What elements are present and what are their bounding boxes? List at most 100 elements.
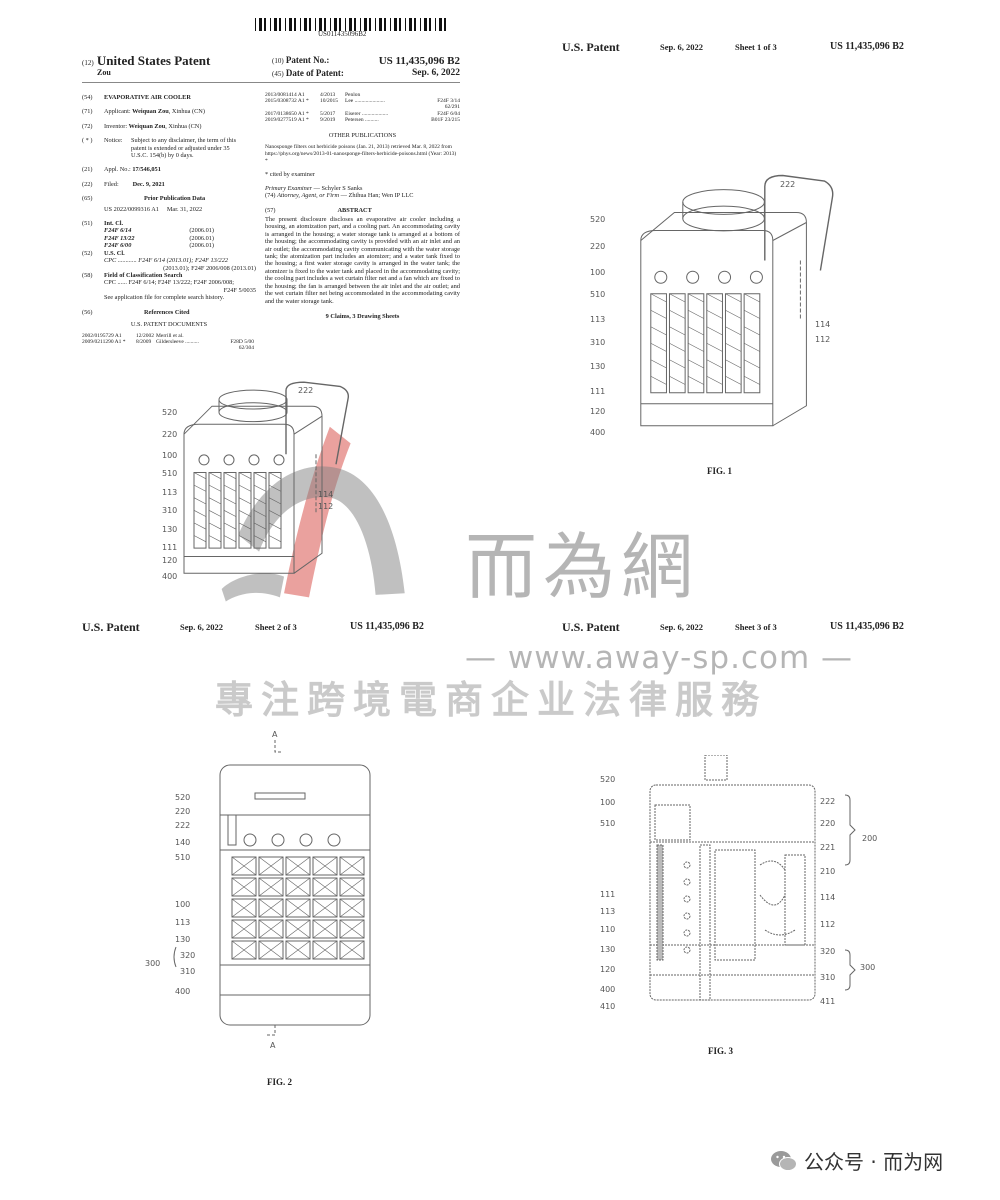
barcode-bar [349, 18, 352, 31]
reference-cell: 10/2015 [320, 98, 339, 105]
barcode-bar [405, 18, 406, 31]
fig3-caption: FIG. 3 [708, 1046, 734, 1056]
reference-numeral: 113 [590, 315, 606, 324]
reference-cell: Penlon [345, 92, 361, 98]
front-view-drawing [173, 740, 371, 1036]
patent-title: (12) United States Patent [82, 53, 211, 68]
reference-numeral: 220 [590, 242, 606, 251]
reference-numeral: 130 [175, 935, 191, 944]
claims-count: 9 Claims, 3 Drawing Sheets [325, 312, 400, 320]
reference-numeral: 112 [318, 502, 334, 511]
reference-numeral: 110 [600, 925, 616, 934]
reference-numeral: 400 [590, 428, 606, 437]
prior-pub-field: (65)Prior Publication Data [82, 195, 206, 203]
reference-numeral: 300 [860, 963, 876, 972]
barcode-bar [319, 18, 322, 31]
account-name: 公众号 · 而为网 [804, 1150, 944, 1174]
reference-cell: 2013/0081414 A1 [265, 92, 305, 98]
reference-numeral: 200 [862, 834, 878, 843]
watermark-url: — www.away-sp.com — [465, 640, 854, 676]
reference-cell: F24F 3/14 [437, 98, 460, 105]
reference-row: 2013/0081414 A1 4/2013 Penlon [265, 92, 460, 98]
reference-numeral: 222 [820, 797, 836, 806]
reference-row: F24F 6/14(2006.01) [104, 227, 256, 234]
reference-cell: 9/2019 [320, 116, 336, 123]
reference-numeral: 520 [175, 793, 191, 802]
field-search-line: F24F 5/0035 [223, 286, 256, 294]
reference-numeral: 520 [162, 408, 178, 417]
reference-numeral: 112 [815, 335, 831, 344]
reference-cell: 2019/0277519 A1 * [265, 116, 309, 123]
reference-numeral: 221 [820, 843, 836, 852]
barcode-bar [264, 18, 266, 31]
barcode-bar [399, 18, 401, 31]
reference-numeral: 120 [600, 965, 616, 974]
us-cl-field: (52)U.S. Cl. [82, 249, 125, 257]
barcode-bar [424, 18, 427, 31]
barcode-bar [334, 18, 337, 31]
other-publications-text: Nanosponge filters out herbicide poisons… [265, 144, 457, 165]
reference-numeral: 520 [600, 775, 616, 784]
cited-by-examiner: * cited by examiner [265, 171, 315, 179]
watermark-logo [221, 426, 405, 602]
barcode [255, 18, 446, 31]
barcode-bar [409, 18, 412, 31]
reference-numeral: 111 [162, 543, 178, 552]
field-search-line: See application file for complete search… [104, 294, 225, 302]
barcode-bar [279, 18, 281, 31]
reference-row: F24F 13/22(2006.01) [104, 235, 256, 242]
reference-cell: 62/291 [444, 104, 460, 111]
reference-cell [136, 345, 156, 351]
reference-numeral: 310 [180, 967, 196, 976]
inventor-short: Zou [97, 68, 111, 77]
fig2-caption: FIG. 2 [267, 1077, 293, 1087]
barcode-bar [414, 18, 416, 31]
section-mark: A [270, 1041, 276, 1050]
prior-pub-value: US 2022/0099316 A1 Mar. 31, 2022 [104, 205, 203, 213]
applicant-field: (71)Applicant: Weiquan Zou, Xinhua (CN) [82, 108, 205, 116]
reference-numeral: 113 [162, 488, 178, 497]
reference-numeral: 120 [162, 556, 178, 565]
notice-field: ( * )Notice:Subject to any disclaimer, t… [82, 137, 237, 160]
int-cl-rows: F24F 6/14(2006.01)F24F 13/22(2006.01)F24… [104, 227, 256, 249]
reference-numeral: 130 [590, 362, 606, 371]
reference-numeral: 320 [820, 947, 836, 956]
reference-numeral: 411 [820, 997, 836, 1006]
title-field: (54)EVAPORATIVE AIR COOLER [82, 94, 191, 101]
logo-gray-stroke [221, 573, 285, 602]
section-mark: A [272, 730, 278, 739]
reference-cell: 2009/0211290 A1 * [82, 339, 126, 346]
reference-numeral: 510 [162, 469, 178, 478]
logo-gray-stroke [238, 466, 405, 595]
barcode-text: US011435096B2 [318, 30, 367, 38]
barcode-bar [259, 18, 262, 31]
primary-examiner: Primary Examiner — Schyler S Sanks [265, 184, 363, 192]
section-view-drawing [649, 754, 856, 1001]
left-column: (54)EVAPORATIVE AIR COOLER (71)Applicant… [82, 94, 256, 351]
barcode-bar [429, 18, 431, 31]
reference-cell: Gildersleeve .......... [156, 339, 199, 346]
reference-numeral: 300 [145, 959, 161, 968]
reference-cell: 4/2013 [320, 92, 336, 98]
barcode-bar [345, 18, 346, 31]
reference-numeral: 220 [175, 807, 191, 816]
barcode-bar [270, 18, 271, 31]
reference-cell: 8/2009 [136, 339, 152, 346]
barcode-bar [375, 18, 376, 31]
reference-numeral: 220 [162, 430, 178, 439]
reference-numeral: 120 [590, 407, 606, 416]
reference-cell: Lee ...................... [345, 98, 385, 105]
barcode-bar [294, 18, 296, 31]
barcode-bar [330, 18, 331, 31]
barcode-bar [390, 18, 391, 31]
field-search-line: CPC ...... F24F 6/14; F24F 13/222; F24F … [104, 279, 234, 287]
reference-numeral: 400 [175, 987, 191, 996]
reference-numeral: 114 [815, 320, 831, 329]
barcode-bar [255, 18, 256, 31]
barcode-bar [360, 18, 361, 31]
